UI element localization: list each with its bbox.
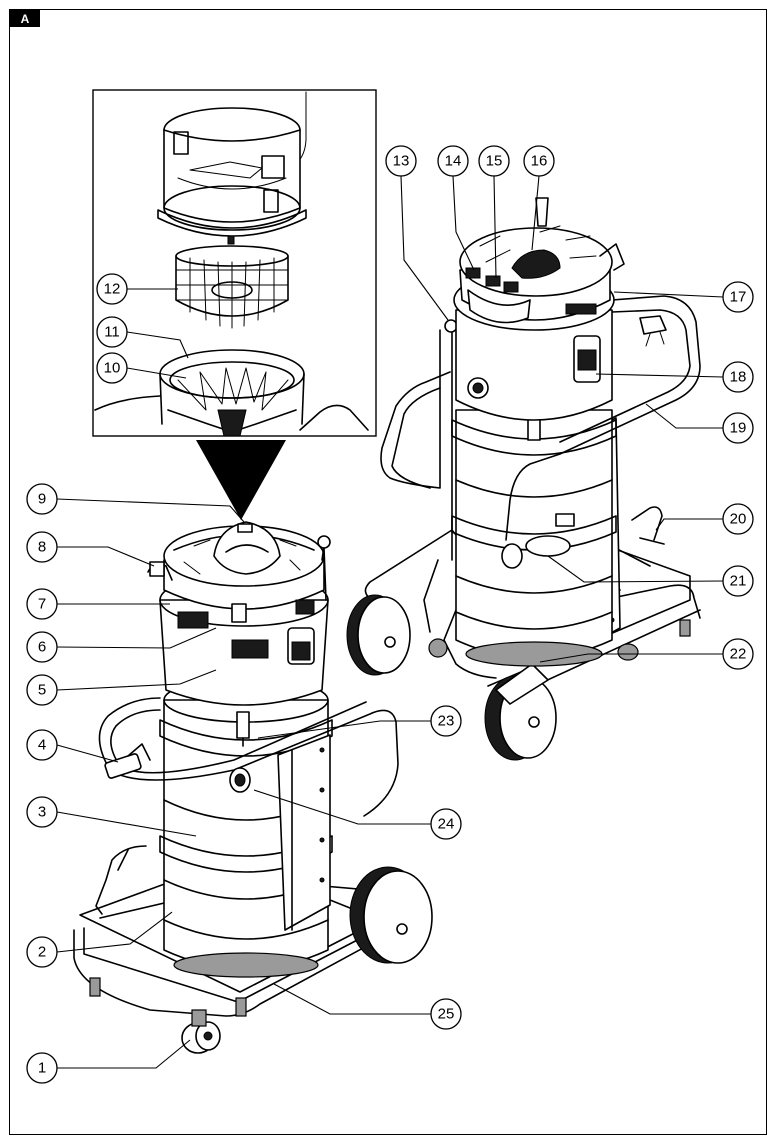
assembly-arrow	[196, 440, 286, 520]
callout-23: 23	[430, 705, 462, 737]
callout-25: 25	[430, 998, 462, 1030]
head-left	[147, 521, 331, 706]
callout-3: 3	[26, 796, 58, 828]
leader-lines	[56, 175, 724, 1069]
callout-18: 18	[722, 361, 754, 393]
svg-text:24: 24	[438, 816, 455, 833]
callout-14: 14	[437, 145, 469, 177]
callout-24: 24	[430, 808, 462, 840]
svg-text:2: 2	[38, 944, 46, 961]
svg-text:10: 10	[104, 360, 121, 377]
callout-12: 12	[96, 273, 128, 305]
inset-detail	[92, 89, 377, 437]
callout-17: 17	[722, 281, 754, 313]
callout-5: 5	[26, 674, 58, 706]
right-vacuum	[346, 197, 701, 761]
svg-text:20: 20	[730, 511, 747, 528]
svg-text:14: 14	[445, 153, 462, 170]
svg-text:4: 4	[38, 737, 46, 754]
basket-filter	[175, 245, 289, 329]
svg-text:5: 5	[38, 682, 46, 699]
callout-19: 19	[722, 412, 754, 444]
callout-7: 7	[26, 588, 58, 620]
callouts: 1 2 3 4 5 6 7 8 9 10 11 12 13 14 15 16 1…	[26, 145, 754, 1084]
svg-text:19: 19	[730, 420, 747, 437]
svg-text:21: 21	[730, 573, 747, 590]
svg-text:11: 11	[104, 324, 120, 341]
svg-text:12: 12	[104, 281, 121, 298]
callout-21: 21	[722, 565, 754, 597]
filter-housing	[157, 107, 307, 245]
svg-text:17: 17	[730, 289, 747, 306]
pleated-filter	[159, 349, 305, 437]
callout-1: 1	[26, 1052, 58, 1084]
callout-10: 10	[96, 352, 128, 384]
svg-text:22: 22	[730, 646, 747, 663]
callout-15: 15	[478, 145, 510, 177]
callout-2: 2	[26, 936, 58, 968]
svg-text:3: 3	[38, 804, 46, 821]
rear-wheel-left	[349, 866, 433, 964]
wheel-front-right	[346, 594, 411, 676]
front-caster	[181, 1009, 221, 1054]
svg-text:1: 1	[38, 1060, 46, 1077]
callout-4: 4	[26, 729, 58, 761]
svg-text:15: 15	[486, 153, 503, 170]
svg-text:23: 23	[438, 713, 455, 730]
callout-9: 9	[26, 483, 58, 515]
svg-text:8: 8	[38, 539, 46, 556]
head-right	[453, 197, 667, 421]
svg-text:9: 9	[38, 491, 46, 508]
svg-text:13: 13	[393, 153, 410, 170]
left-vacuum	[73, 521, 433, 1054]
wheel-rear-right	[484, 663, 557, 761]
svg-text:25: 25	[438, 1006, 455, 1023]
callout-20: 20	[722, 503, 754, 535]
callout-22: 22	[722, 638, 754, 670]
callout-16: 16	[523, 145, 555, 177]
svg-text:6: 6	[38, 639, 46, 656]
svg-text:16: 16	[531, 153, 548, 170]
callout-13: 13	[385, 145, 417, 177]
callout-8: 8	[26, 531, 58, 563]
figure-tag: A	[10, 10, 40, 27]
svg-text:7: 7	[38, 596, 46, 613]
svg-text:18: 18	[730, 369, 747, 386]
callout-6: 6	[26, 631, 58, 663]
figure-frame	[9, 9, 767, 1135]
callout-11: 11	[96, 316, 128, 348]
